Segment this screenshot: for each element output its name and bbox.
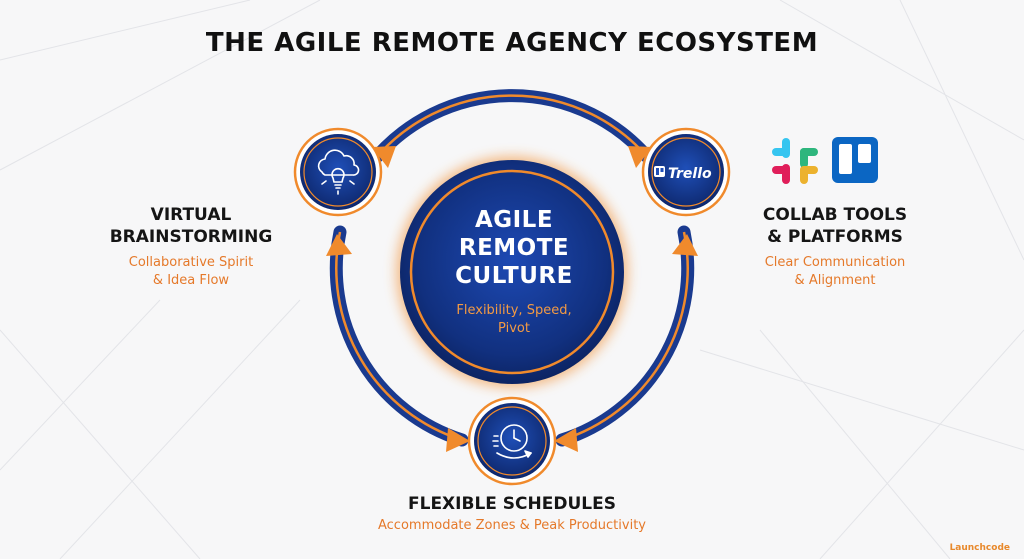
node-flexible-schedules (467, 396, 557, 486)
left-sub-2: & Idea Flow (152, 273, 230, 288)
bottom-sub: Accommodate Zones & Peak Productivity (378, 518, 646, 533)
page-title: THE AGILE REMOTE AGENCY ECOSYSTEM (205, 28, 819, 58)
arrow-right-up (672, 234, 698, 256)
label-flexible-schedules: FLEXIBLE SCHEDULES Accommodate Zones & P… (262, 493, 762, 535)
cloud-lightbulb-icon (317, 149, 360, 195)
center-label: AGILE REMOTE CULTURE Flexibility, Speed,… (402, 206, 626, 338)
arrow-top-right (628, 146, 652, 168)
right-heading-1: COLLAB TOOLS (762, 205, 908, 225)
label-virtual-brainstorming: VIRTUAL BRAINSTORMING Collaborative Spir… (76, 204, 306, 290)
arrow-left-up (326, 234, 352, 256)
right-sub-1: Clear Communication (764, 255, 906, 270)
center-subtitle: Flexibility, Speed, Pivot (456, 303, 572, 336)
center-line-3: CULTURE (455, 263, 573, 289)
center-line-1: AGILE (474, 207, 554, 233)
center-line-2: REMOTE (458, 235, 570, 261)
label-collab-tools: COLLAB TOOLS & PLATFORMS Clear Communica… (728, 204, 942, 290)
node-collab-tools (641, 127, 731, 217)
arrow-bottom-left (446, 428, 470, 452)
bottom-heading: FLEXIBLE SCHEDULES (408, 494, 616, 514)
left-heading-2: BRAINSTORMING (109, 227, 273, 247)
node-virtual-brainstorming (293, 127, 383, 217)
left-sub-1: Collaborative Spirit (128, 255, 254, 270)
trello-board-icon (832, 137, 878, 183)
cycle-ring (329, 89, 695, 447)
arrow-bottom-right (554, 428, 578, 452)
arrow-top-left (372, 146, 396, 168)
right-heading-2: & PLATFORMS (767, 227, 903, 247)
slack-logo-icon (772, 138, 818, 184)
trello-logo-icon (654, 166, 665, 177)
left-heading-1: VIRTUAL (150, 205, 232, 225)
arrowheads (326, 146, 698, 452)
clock-cycle-icon (492, 424, 532, 459)
brand-logo: Launchcode (949, 543, 1010, 553)
right-sub-2: & Alignment (794, 273, 876, 288)
center-hub (396, 156, 628, 388)
trello-wordmark: Trello (668, 166, 712, 182)
